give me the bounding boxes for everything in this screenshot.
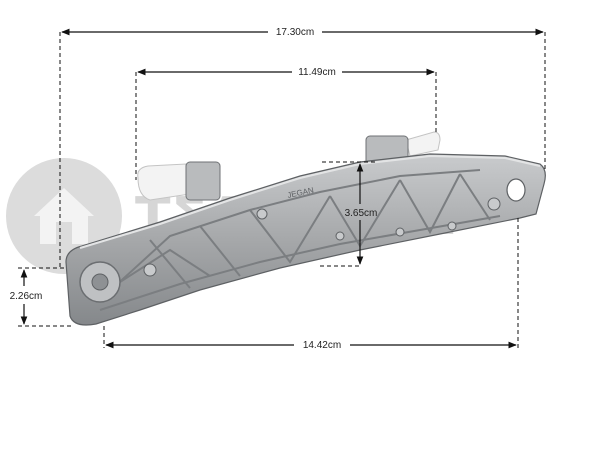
left-pin [137, 163, 191, 201]
hinge-span-label: 11.49cm [298, 67, 336, 78]
end-boss-hole [91, 273, 109, 291]
dimension-body-height: 3.65cm [320, 161, 378, 267]
dimension-end-height: 2.26cm [10, 267, 72, 327]
end-height-label: 2.26cm [10, 291, 43, 302]
dimension-hinge-span: 11.49cm [135, 67, 437, 180]
ribs [99, 169, 501, 311]
body-height-label: 3.65cm [345, 208, 378, 219]
left-hinge-tab [185, 161, 221, 201]
bottom-length-label: 14.42cm [303, 340, 341, 351]
door-hinge-part: JEGAN [65, 131, 546, 326]
dimension-overall: 17.30cm [59, 27, 546, 270]
right-pin [405, 131, 441, 157]
dimension-bottom-length: 14.42cm [103, 218, 519, 351]
latch-hole [506, 178, 526, 202]
rivets [143, 197, 501, 277]
overall-length-label: 17.30cm [276, 27, 314, 38]
